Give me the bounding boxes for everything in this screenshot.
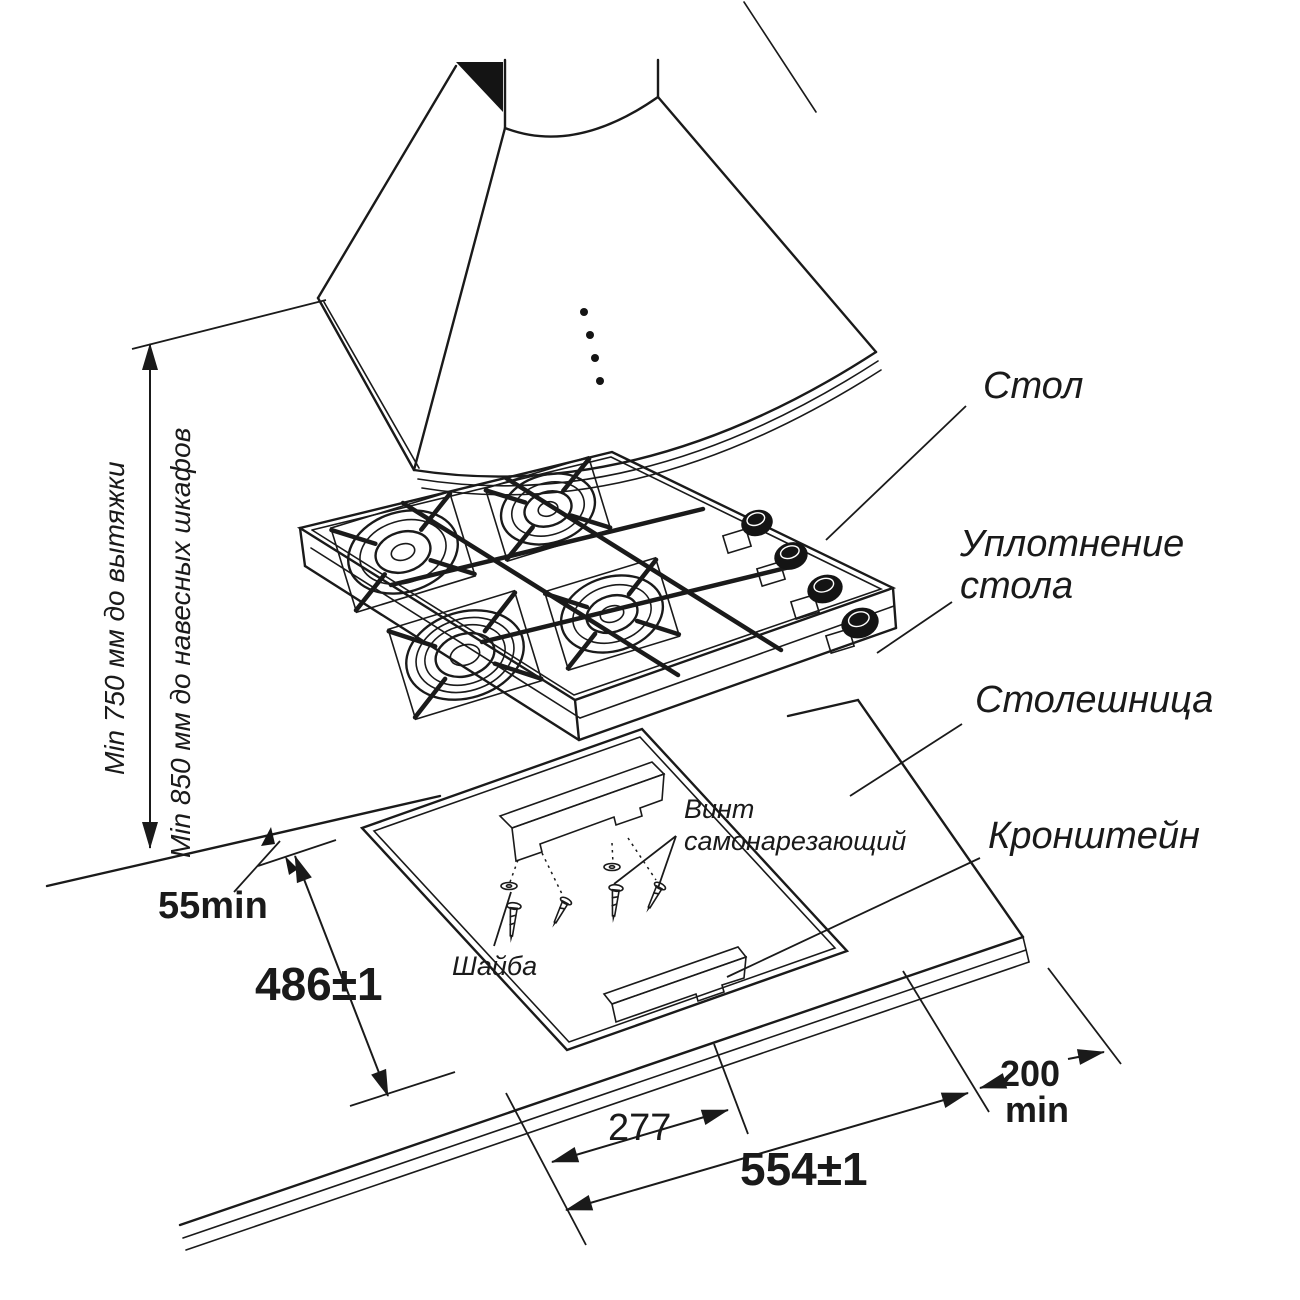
gas-hob [296, 450, 898, 742]
screw-3 [608, 883, 624, 923]
knob-3 [807, 574, 843, 604]
screw-4 [646, 881, 667, 913]
dim-200-unit: min [1005, 1089, 1069, 1130]
screw-2 [552, 896, 573, 928]
dim-min750-label: Min 750 мм до вытяжки [99, 461, 130, 775]
dim-55min-label: 55min [158, 885, 268, 927]
label-washer: Шайба [452, 951, 537, 981]
burner-front-left [386, 589, 544, 721]
label-screw-1: Винт [684, 794, 754, 824]
washer-3 [603, 862, 621, 872]
dim-486-label: 486±1 [255, 958, 383, 1010]
dim-min850-label: Min 850 мм до навесных шкафов [165, 428, 196, 858]
label-table-seal-1: Уплотнение [959, 523, 1184, 565]
knob-1 [741, 509, 773, 537]
dimension-half-width: 277 [551, 1043, 749, 1163]
label-worktop: Столешница [975, 679, 1213, 721]
label-bracket: Кронштейн [988, 815, 1200, 857]
washer-1 [500, 881, 518, 891]
dim-554-label: 554±1 [740, 1143, 868, 1195]
chimney-shadow [456, 62, 503, 112]
dim-200-value: 200 [1000, 1053, 1060, 1094]
knob-2 [774, 542, 808, 570]
cutout-inner [372, 736, 837, 1043]
hob-seal-edge [310, 547, 581, 719]
callouts: Стол Уплотнение стола Столешница Кронште… [452, 365, 1213, 981]
hood-button-dots [580, 308, 604, 385]
knob-4 [841, 607, 879, 639]
dimension-cutout-width: 554±1 [505, 970, 990, 1246]
bracket-lower [602, 946, 748, 1024]
mounting-hardware [498, 761, 748, 1024]
label-screw-2: самонарезающий [684, 826, 906, 856]
bracket-upper [498, 761, 666, 863]
cutout-outer [359, 727, 850, 1052]
burner-back-left [329, 490, 477, 614]
dimension-hood-height: Min 750 мм до вытяжки Min 850 мм до наве… [99, 299, 327, 858]
burner-back-right [483, 455, 613, 563]
dimension-wall-offset: 55min [158, 827, 298, 927]
control-knobs [721, 509, 879, 655]
dimension-side-clearance: 200 min [979, 967, 1122, 1130]
dimension-cutout-depth: 486±1 [255, 839, 456, 1107]
burner-front-right [542, 556, 682, 672]
label-table-seal-2: стола [960, 565, 1073, 607]
range-hood [316, 1, 882, 496]
label-table: Стол [983, 365, 1083, 407]
